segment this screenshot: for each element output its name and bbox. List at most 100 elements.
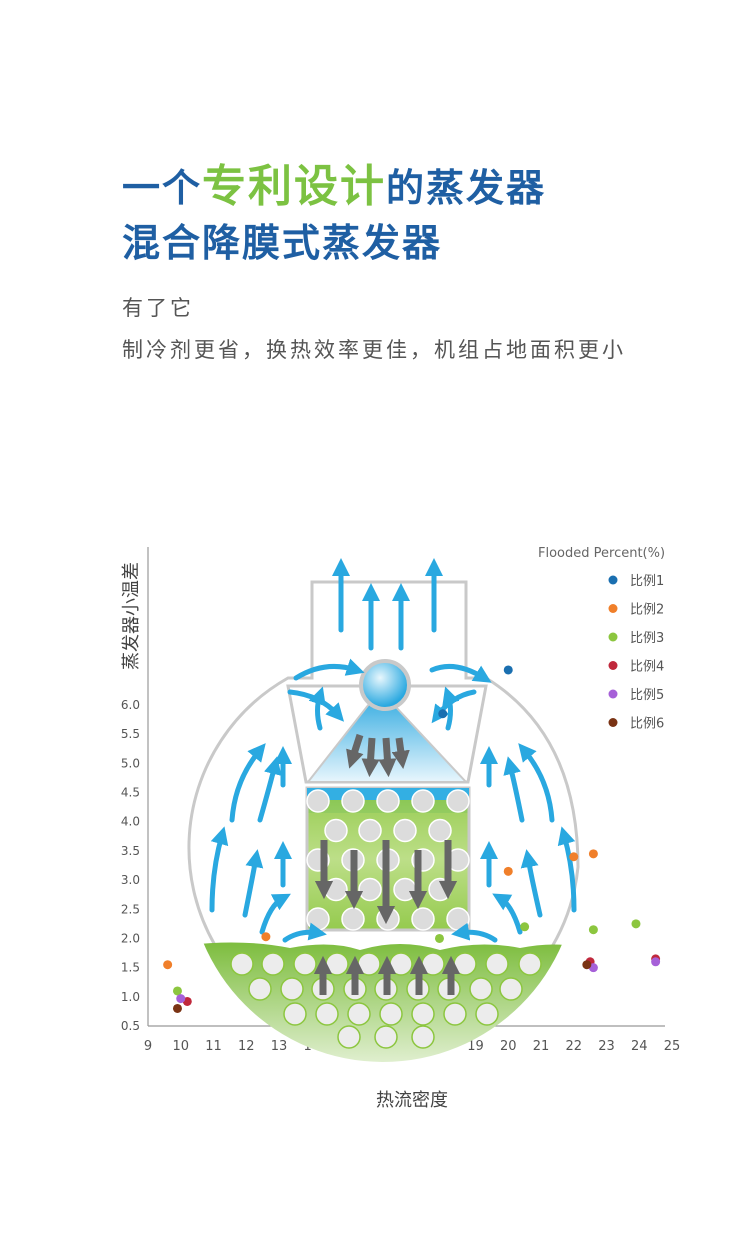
scatter-points	[163, 665, 661, 1013]
tube	[443, 1002, 467, 1026]
y-tick-label: 4.5	[121, 786, 140, 800]
x-tick-label: 19	[467, 1039, 484, 1054]
spray-nozzle	[359, 659, 411, 711]
legend-label: 比例2	[630, 603, 664, 618]
tube	[411, 1025, 435, 1049]
tube	[379, 1002, 403, 1026]
vapor-arrow	[257, 756, 282, 823]
vapor-arrow	[520, 849, 543, 918]
tube	[446, 789, 470, 813]
vapor-arrow	[293, 658, 365, 681]
tube	[393, 877, 417, 902]
tube	[475, 1002, 499, 1026]
y-tick-label: 5.0	[121, 756, 140, 770]
x-tick-label: 12	[238, 1039, 255, 1054]
refrigerant-arrow	[346, 733, 364, 769]
distributor-frame	[286, 684, 488, 784]
data-point	[582, 960, 592, 970]
tube	[499, 977, 523, 1001]
vapor-arrow	[557, 826, 577, 913]
data-point	[438, 709, 448, 719]
tube	[376, 789, 400, 813]
x-tick-label: 9	[144, 1039, 152, 1054]
refrigerant-arrow	[378, 737, 397, 778]
legend-marker	[608, 575, 618, 585]
vapor-flow-arrows	[209, 558, 577, 943]
tube	[411, 789, 435, 813]
tube	[411, 907, 435, 931]
tube	[341, 907, 365, 931]
headline-highlight: 专利设计	[202, 161, 387, 212]
tube	[230, 952, 254, 976]
tube	[393, 818, 417, 843]
headline-line2: 混合降膜式蒸发器	[122, 221, 443, 265]
tube	[389, 952, 413, 976]
subtitle-line2: 制冷剂更省，换热效率更佳，机组占地面积更小	[122, 338, 626, 362]
legend-label: 比例4	[630, 660, 664, 675]
data-point	[172, 986, 182, 996]
legend-marker	[608, 632, 618, 642]
tube	[374, 1025, 398, 1049]
legend-title: Flooded Percent(%)	[538, 546, 665, 561]
vapor-arrow	[209, 826, 229, 913]
vapor-arrow	[229, 743, 266, 823]
x-tick-label: 10	[172, 1039, 189, 1054]
tube	[315, 1002, 339, 1026]
tube	[337, 1025, 361, 1049]
vapor-arrow	[518, 743, 555, 823]
tube	[248, 977, 272, 1001]
vapor-arrow	[282, 922, 327, 943]
x-tick-label: 20	[500, 1039, 517, 1054]
y-tick-label: 3.0	[121, 873, 140, 887]
refrigerant-flow-arrows	[313, 733, 461, 995]
data-point	[503, 665, 513, 675]
y-tick-label: 2.0	[121, 931, 140, 945]
data-point	[520, 922, 530, 932]
y-tick-label: 0.5	[121, 1019, 140, 1033]
tube	[469, 977, 493, 1001]
legend-label: 比例1	[630, 574, 664, 589]
y-tick-label: 2.5	[121, 902, 140, 916]
tube	[411, 1002, 435, 1026]
data-point	[569, 852, 579, 862]
y-tick-label: 1.0	[121, 990, 140, 1004]
refrigerant-arrow	[361, 737, 380, 778]
tube	[421, 952, 445, 976]
tube	[306, 789, 330, 813]
tube	[428, 818, 452, 843]
x-tick-label: 22	[565, 1039, 582, 1054]
data-point	[503, 866, 513, 876]
data-point	[631, 919, 641, 929]
x-tick-label: 23	[598, 1039, 615, 1054]
y-tick-label: 4.0	[121, 815, 140, 829]
tube	[325, 952, 349, 976]
y-tick-label: 1.5	[121, 961, 140, 975]
vapor-arrow	[429, 663, 492, 683]
falling-film-tubes	[306, 789, 470, 931]
headline-prefix: 一个	[122, 166, 203, 210]
tube	[341, 789, 365, 813]
legend-marker	[608, 661, 618, 670]
y-tick-label: 6.0	[121, 698, 140, 712]
vapor-arrow	[492, 893, 523, 935]
tube	[518, 952, 542, 976]
legend-label: 比例3	[630, 631, 664, 646]
tube	[280, 977, 304, 1001]
tube	[261, 952, 285, 976]
tube	[453, 952, 477, 976]
x-axis-label: 热流密度	[376, 1090, 448, 1111]
legend-marker	[608, 604, 618, 613]
data-point	[434, 933, 444, 943]
vapor-arrow	[442, 686, 460, 731]
x-tick-label: 21	[533, 1039, 550, 1054]
y-tick-labels: 0.51.01.52.02.53.03.54.04.55.05.56.0	[121, 698, 140, 1033]
tube	[324, 877, 348, 902]
tube	[283, 1002, 307, 1026]
data-point	[588, 925, 598, 935]
tube	[293, 952, 317, 976]
vapor-arrow	[308, 686, 326, 731]
tube	[306, 907, 330, 931]
legend-label: 比例6	[630, 717, 664, 732]
